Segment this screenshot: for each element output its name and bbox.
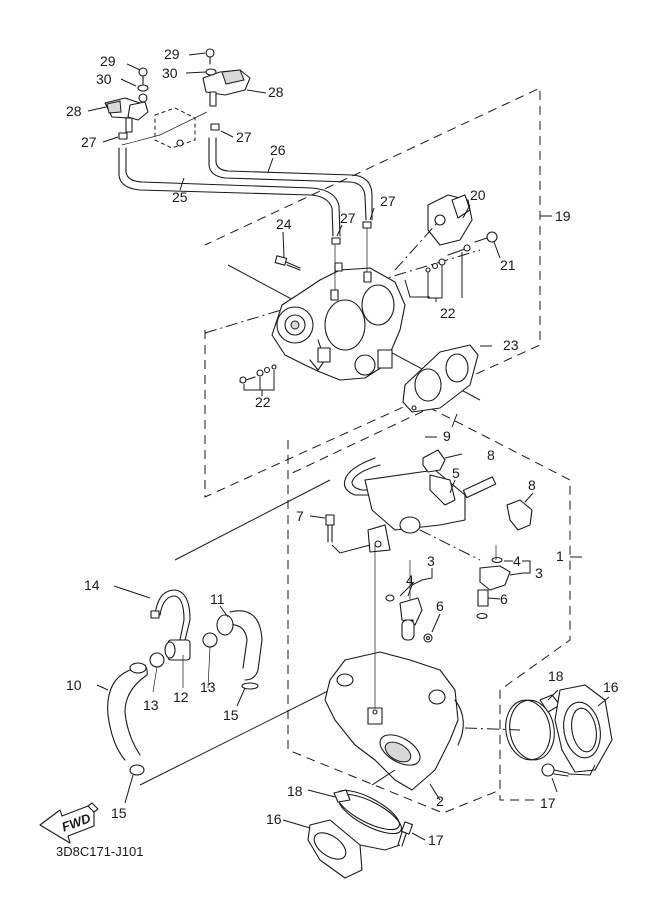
fuel-rail-5 (364, 469, 497, 553)
callout-29-left[interactable]: 29 (100, 53, 116, 69)
callout-8-upper[interactable]: 8 (487, 447, 495, 463)
callout-11[interactable]: 11 (210, 591, 225, 607)
clip-13-left (149, 652, 165, 693)
callout-labels: 1 2 3 3 4 4 5 6 6 7 8 8 9 10 11 12 13 13… (66, 46, 619, 848)
sensor-bracket (121, 107, 208, 149)
callout-17-right[interactable]: 17 (540, 795, 556, 811)
callout-16-right[interactable]: 16 (603, 679, 619, 695)
callout-4-left[interactable]: 4 (406, 572, 414, 588)
callout-8-lower[interactable]: 8 (528, 477, 536, 493)
callout-24[interactable]: 24 (276, 216, 292, 232)
callout-10[interactable]: 10 (66, 677, 82, 693)
callout-22-right[interactable]: 22 (440, 305, 456, 321)
fuel-hose-9 (343, 457, 381, 496)
callout-28-left[interactable]: 28 (66, 103, 82, 119)
callout-22-left[interactable]: 22 (255, 394, 271, 410)
washer-30-left (137, 84, 149, 92)
callout-15-upper[interactable]: 15 (223, 707, 239, 723)
callout-1[interactable]: 1 (556, 548, 564, 564)
callout-21[interactable]: 21 (500, 257, 516, 273)
callout-6-left[interactable]: 6 (436, 598, 444, 614)
callout-18-right[interactable]: 18 (548, 668, 564, 684)
callout-13-right[interactable]: 13 (200, 679, 216, 695)
hose-11 (216, 610, 263, 681)
callout-23[interactable]: 23 (503, 337, 519, 353)
clamp-18-right (505, 694, 561, 761)
bolt-17-bottom (359, 821, 414, 851)
hose-25 (118, 147, 341, 237)
leader-lines (87, 52, 610, 841)
callout-14[interactable]: 14 (84, 577, 100, 593)
joint-16-bottom (307, 819, 363, 879)
forward-direction-arrow[interactable]: FWD (39, 802, 99, 844)
clamp-8-lower (506, 499, 533, 531)
callout-30-right[interactable]: 30 (162, 65, 178, 81)
screw-21 (474, 231, 498, 243)
clamp-15-upper (241, 682, 259, 690)
screw-24 (274, 255, 301, 271)
clip-13-right (202, 632, 218, 689)
hose-26 (208, 137, 373, 221)
callout-30-left[interactable]: 30 (96, 71, 112, 87)
screw-29-right (205, 48, 215, 65)
callout-27-topright[interactable]: 27 (236, 129, 252, 145)
clamp-18-bottom (333, 769, 402, 835)
hose-10 (107, 662, 148, 761)
clamp-15-lower (129, 764, 145, 776)
fitting-12 (164, 639, 191, 688)
callout-17-bottom[interactable]: 17 (428, 832, 444, 848)
callout-7[interactable]: 7 (296, 508, 304, 524)
bolt-17-right (541, 763, 596, 777)
screw-set-22-left (239, 364, 277, 396)
sensor-28-right (202, 69, 251, 107)
callout-6-right[interactable]: 6 (500, 591, 508, 607)
diagram-reference-code: 3D8C171-J101 (56, 844, 143, 859)
callout-5[interactable]: 5 (452, 465, 460, 481)
callout-27-midright[interactable]: 27 (380, 193, 396, 209)
sensor-28-left (104, 93, 149, 133)
callout-15-lower[interactable]: 15 (111, 805, 127, 821)
callout-9[interactable]: 9 (443, 428, 451, 444)
callout-28-right[interactable]: 28 (268, 84, 284, 100)
callout-25[interactable]: 25 (172, 189, 188, 205)
callout-13-left[interactable]: 13 (143, 697, 159, 713)
gasket-23 (402, 344, 479, 413)
screw-29-left (138, 67, 148, 85)
callout-19[interactable]: 19 (555, 208, 571, 224)
screw-set-22-right (404, 244, 471, 302)
callout-26[interactable]: 26 (270, 142, 286, 158)
callout-2[interactable]: 2 (436, 793, 444, 809)
bolt-7 (325, 514, 371, 554)
callout-27-topleft[interactable]: 27 (81, 134, 97, 150)
injector-3-right (476, 545, 511, 620)
throttle-position-sensor-20 (427, 194, 473, 246)
callout-16-bottom[interactable]: 16 (266, 811, 282, 827)
band-14 (150, 589, 191, 641)
washer-30-right (205, 68, 217, 76)
callout-29-right[interactable]: 29 (164, 46, 180, 62)
callout-20[interactable]: 20 (470, 187, 486, 203)
callout-27-midleft[interactable]: 27 (340, 210, 356, 226)
throttle-body (271, 228, 406, 381)
callout-4-right[interactable]: 4 (513, 553, 521, 569)
joint-16-right (554, 684, 613, 773)
assembly-19-boundary (204, 87, 552, 498)
callout-3-right[interactable]: 3 (535, 565, 543, 581)
callout-18-bottom[interactable]: 18 (287, 783, 303, 799)
callout-3-left[interactable]: 3 (427, 553, 435, 569)
clamp-8-upper (422, 449, 446, 473)
intake-joint-2 (324, 545, 464, 791)
callout-12[interactable]: 12 (173, 689, 189, 705)
